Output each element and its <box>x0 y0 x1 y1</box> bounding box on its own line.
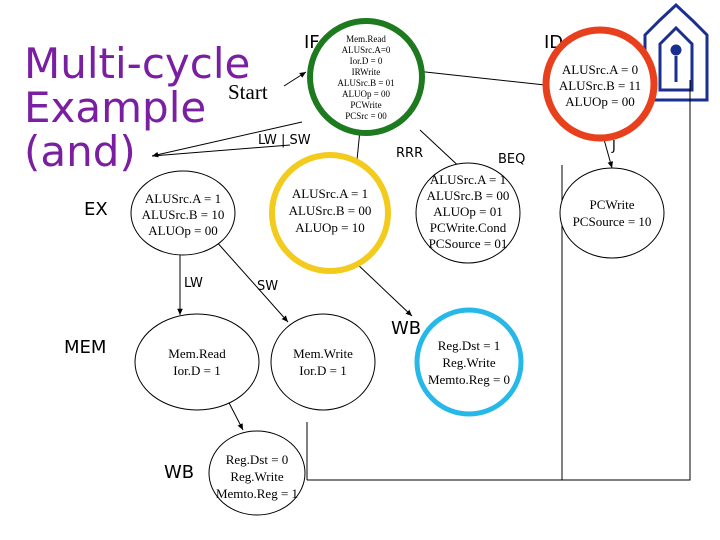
stage-label-ex: EX <box>84 199 108 220</box>
edge-label-beq: BEQ <box>498 152 525 167</box>
r-exec-line-3: ALUOp = 10 <box>295 220 364 235</box>
decode-line-3: ALUOp = 00 <box>565 94 634 109</box>
fetch-line-5: ALUSrc.B = 01 <box>337 78 394 88</box>
edge-label-lw: LW <box>184 276 203 291</box>
stage-label-wb-left: WB <box>164 462 194 483</box>
state-r-writeback-ring <box>414 307 524 417</box>
fetch-line-2: ALUSrc.A=0 <box>342 45 391 55</box>
branch-line-3: ALUOp = 01 <box>433 204 502 219</box>
fetch-line-7: PCWrite <box>350 100 381 110</box>
state-mem-write-ring <box>270 313 376 411</box>
lw-writeback-line-1: Reg.Dst = 0 <box>226 452 289 467</box>
edge-label-rrr: RRR <box>396 146 423 161</box>
fetch-line-6: ALUOp = 00 <box>342 89 391 99</box>
arrow-rexec-to-wb <box>354 261 413 317</box>
title-line-2: Example <box>24 83 206 132</box>
arrow-sw <box>214 239 289 323</box>
decode-line-2: ALUSrc.B = 11 <box>559 78 641 93</box>
fetch-line-3: Ior.D = 0 <box>350 56 383 66</box>
state-mem-addr: ALUSrc.A = 1 ALUSrc.B = 10 ALUOp = 00 <box>130 170 236 256</box>
mem-addr-line-2: ALUSrc.B = 10 <box>142 207 225 222</box>
mem-write-line-1: Mem.Write <box>293 346 353 361</box>
branch-line-1: ALUSrc.A = 1 <box>430 172 506 187</box>
state-r-exec: ALUSrc.A = 1 ALUSrc.B = 00 ALUOp = 10 <box>269 152 391 274</box>
state-branch-ring <box>415 162 521 264</box>
r-writeback-line-3: Memto.Reg = 0 <box>428 372 510 387</box>
edge-label-lw-sw: LW | SW <box>258 133 311 148</box>
fetch-line-8: PCSrc = 00 <box>345 111 387 121</box>
state-r-exec-ring <box>269 152 391 274</box>
state-jump-ring <box>559 167 665 259</box>
jump-line-2: PCSource = 10 <box>573 214 652 229</box>
return-path-right <box>307 80 691 481</box>
start-arrow <box>283 71 307 87</box>
university-emblem-icon <box>643 2 709 102</box>
fetch-line-1: Mem.Read <box>346 34 386 44</box>
lw-writeback-line-2: Reg.Write <box>230 469 283 484</box>
branch-line-4: PCWrite.Cond <box>430 220 507 235</box>
state-decode-ring <box>542 26 658 142</box>
stage-label-mem: MEM <box>64 337 106 358</box>
state-mem-read: Mem.Read Ior.D = 1 <box>134 313 260 411</box>
state-mem-write: Mem.Write Ior.D = 1 <box>270 313 376 411</box>
mem-write-line-2: Ior.D = 1 <box>299 363 346 378</box>
mem-addr-line-1: ALUSrc.A = 1 <box>145 191 221 206</box>
r-writeback-line-2: Reg.Write <box>442 355 495 370</box>
state-branch: ALUSrc.A = 1 ALUSrc.B = 00 ALUOp = 01 PC… <box>415 162 521 264</box>
title-line-3: (and) <box>24 127 136 176</box>
state-decode: ALUSrc.A = 0 ALUSrc.B = 11 ALUOp = 00 <box>542 26 658 142</box>
edge-label-sw: SW <box>257 279 278 294</box>
state-mem-addr-ring <box>130 170 236 256</box>
mem-read-line-1: Mem.Read <box>168 346 226 361</box>
r-writeback-line-1: Reg.Dst = 1 <box>438 338 501 353</box>
branch-line-5: PCSource = 01 <box>429 236 508 251</box>
title-line-1: Multi-cycle <box>24 39 250 88</box>
state-fetch-ring <box>307 18 425 136</box>
mem-addr-line-3: ALUOp = 00 <box>148 223 217 238</box>
slide-title: Multi-cycle Example (and) <box>24 39 250 176</box>
state-mem-read-ring <box>134 313 260 411</box>
start-label: Start <box>228 80 268 104</box>
lw-writeback-line-3: Memto.Reg = 1 <box>216 486 298 501</box>
r-exec-line-2: ALUSrc.B = 00 <box>289 203 372 218</box>
fetch-line-4: IRWrite <box>352 67 381 77</box>
arrow-if-to-ex-lw-sw <box>151 121 303 158</box>
edge-label-j: J <box>611 139 616 154</box>
state-jump: PCWrite PCSource = 10 <box>559 167 665 259</box>
jump-line-1: PCWrite <box>590 197 635 212</box>
state-lw-writeback: Reg.Dst = 0 Reg.Write Memto.Reg = 1 <box>208 430 306 516</box>
stage-label-wb-right: WB <box>391 318 421 339</box>
arrow-lw-sw-join <box>151 144 291 157</box>
r-exec-line-1: ALUSrc.A = 1 <box>292 186 368 201</box>
state-fetch: Mem.Read ALUSrc.A=0 Ior.D = 0 IRWrite AL… <box>307 18 425 136</box>
state-lw-writeback-ring <box>208 430 306 516</box>
branch-line-2: ALUSrc.B = 00 <box>427 188 510 203</box>
decode-line-1: ALUSrc.A = 0 <box>562 62 638 77</box>
state-r-writeback: Reg.Dst = 1 Reg.Write Memto.Reg = 0 <box>414 307 524 417</box>
mem-read-line-2: Ior.D = 1 <box>173 363 220 378</box>
